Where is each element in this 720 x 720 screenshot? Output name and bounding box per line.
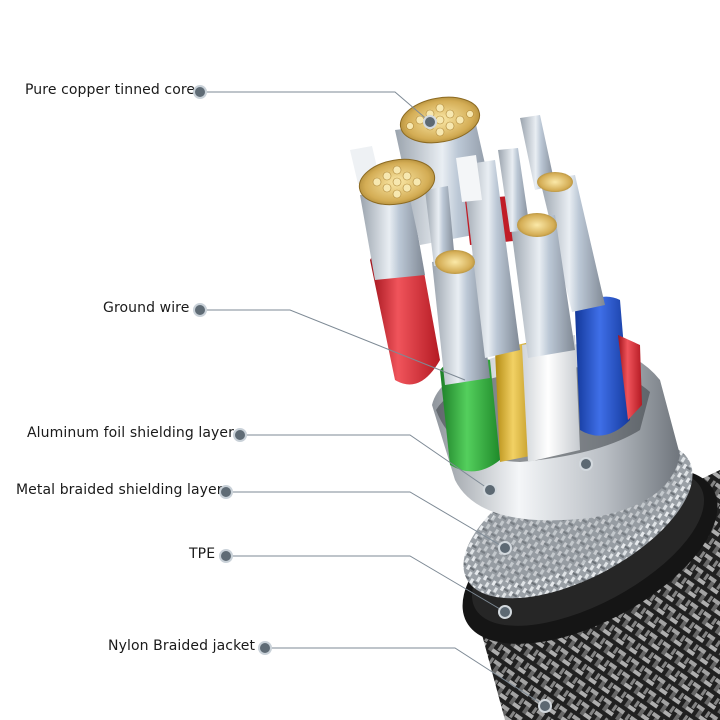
callout-dot-icon xyxy=(193,303,207,317)
callout-dot-icon xyxy=(219,549,233,563)
label-nylon-braided-jacket: Nylon Braided jacket xyxy=(108,638,256,654)
label-ground-wire: Ground wire xyxy=(103,300,190,316)
callout-target-dots xyxy=(423,115,593,713)
copper-core-top xyxy=(399,96,481,144)
callout-lines xyxy=(200,91,546,707)
blue-wire xyxy=(520,115,630,436)
callout-dot-icon xyxy=(193,85,207,99)
label-metal-braided-shielding-layer: Metal braided shielding layer xyxy=(16,482,223,498)
red-sleeve-edge xyxy=(618,335,642,420)
white-wire xyxy=(498,148,580,462)
copper-core-left xyxy=(358,158,436,206)
callout-dot-icon xyxy=(258,641,272,655)
callout-dot-icon xyxy=(233,428,247,442)
green-wire xyxy=(425,186,500,472)
label-aluminum-foil-shielding-layer: Aluminum foil shielding layer xyxy=(27,425,234,441)
callout-dot-icon xyxy=(219,485,233,499)
label-tpe: TPE xyxy=(189,546,216,562)
copper-core-small xyxy=(435,172,573,274)
label-pure-copper-tinned-core: Pure copper tinned core xyxy=(25,82,196,98)
